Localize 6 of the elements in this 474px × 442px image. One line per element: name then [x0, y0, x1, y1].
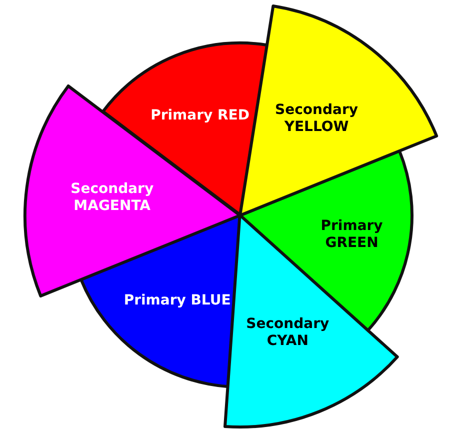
wedge-label: Secondary CYAN: [245, 316, 330, 350]
wedge-label: Secondary YELLOW: [274, 102, 360, 136]
wedge-label: Primary BLUE: [122, 292, 232, 310]
wedge-label: Primary GREEN: [320, 218, 384, 252]
wedge-label: Primary RED: [150, 108, 250, 125]
wedge-label: Secondary MAGENTA: [70, 181, 155, 216]
